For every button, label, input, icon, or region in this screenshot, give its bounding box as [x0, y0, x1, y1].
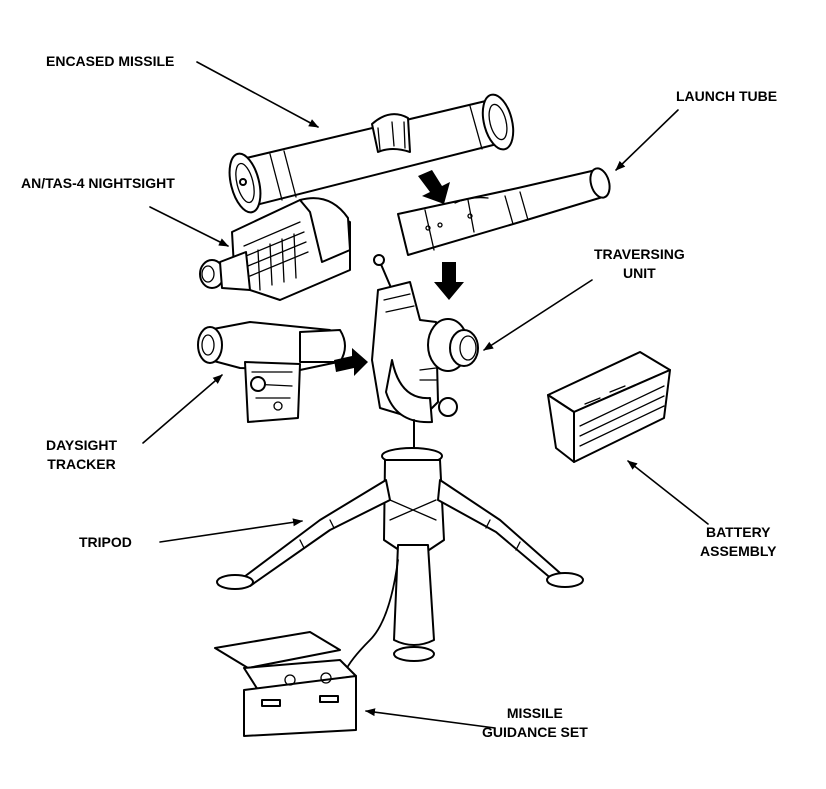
daysight-tracker [197, 321, 346, 423]
label-missile-guidance-set-line-2: GUIDANCE SET [482, 724, 588, 740]
label-traversing-unit: TRAVERSING UNIT [594, 245, 685, 283]
tripod [216, 419, 584, 662]
label-battery-assembly: BATTERY ASSEMBLY [700, 523, 777, 561]
label-battery-assembly-line-1: BATTERY [705, 524, 771, 540]
nightsight [199, 197, 351, 301]
label-battery-assembly-line-2: ASSEMBLY [700, 543, 777, 559]
missile-guidance-set [214, 559, 399, 737]
label-traversing-unit-line-1: TRAVERSING [594, 246, 685, 262]
label-launch-tube: LAUNCH TUBE [676, 88, 778, 104]
label-tripod: TRIPOD [79, 534, 132, 550]
traversing-unit [371, 254, 479, 424]
battery-assembly [547, 351, 671, 463]
label-nightsight: AN/TAS-4 NIGHTSIGHT [21, 175, 175, 191]
label-daysight-tracker-line-2: TRACKER [47, 456, 116, 472]
label-missile-guidance-set-line-1: MISSILE [506, 705, 563, 721]
label-daysight-tracker-line-1: DAYSIGHT [46, 437, 118, 453]
leader-arrows [142, 61, 709, 729]
label-missile-guidance-set: MISSILE GUIDANCE SET [482, 704, 588, 742]
launch-tube [397, 167, 611, 256]
label-traversing-unit-line-2: UNIT [623, 265, 656, 281]
assembly-arrows [334, 170, 464, 376]
encased-missile [228, 93, 515, 214]
label-daysight-tracker: DAYSIGHT TRACKER [46, 436, 117, 474]
label-encased-missile: ENCASED MISSILE [46, 53, 175, 69]
